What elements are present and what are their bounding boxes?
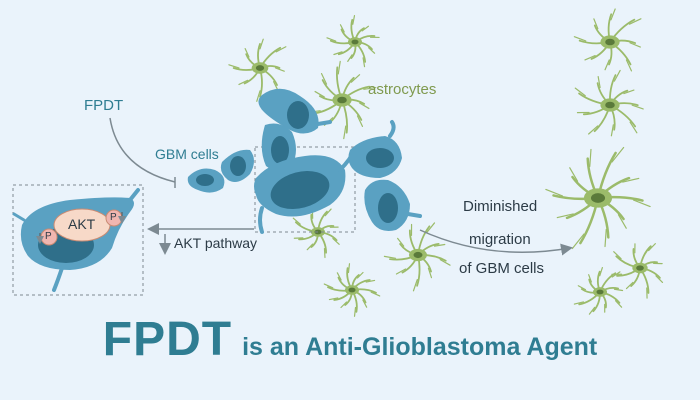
phospho-left-label: P — [45, 231, 52, 242]
astrocyte — [545, 146, 651, 250]
astrocyte — [573, 267, 624, 315]
page-title: FPDT is an Anti-Glioblastoma Agent — [0, 312, 700, 367]
astrocyte — [574, 69, 644, 137]
migration-label: migration — [469, 231, 531, 248]
akt-label: AKT — [68, 216, 96, 232]
astrocyte — [326, 14, 380, 68]
fpdt-label: FPDT — [84, 97, 124, 114]
astrocyte — [573, 8, 642, 72]
diminished-label: Diminished — [463, 198, 538, 215]
gbm-cells-group — [187, 88, 422, 234]
astrocyte — [307, 60, 377, 140]
akt-pathway-label: AKT pathway — [174, 235, 258, 251]
astrocyte — [292, 208, 340, 259]
gbm-cells-label: GBM cells — [155, 146, 219, 162]
title-sub: is an Anti-Glioblastoma Agent — [242, 333, 598, 361]
phospho-right-label: P — [110, 212, 117, 223]
gbm-cell — [258, 88, 332, 134]
gbm-cell — [348, 120, 402, 178]
migration-arrow — [419, 229, 573, 256]
fpdt-inhibition-line — [109, 117, 176, 183]
gbm-cell — [220, 149, 254, 182]
zoom-box-cells — [254, 146, 356, 233]
astrocytes-label: astrocytes — [368, 81, 437, 98]
astrocyte — [383, 222, 451, 292]
gbm-cell — [187, 168, 225, 193]
astrocyte — [228, 38, 287, 102]
of-gbm-cells-label: of GBM cells — [459, 260, 545, 277]
gbm-cell — [261, 123, 296, 171]
astrocytes-group — [228, 8, 664, 317]
astrocyte — [611, 243, 664, 299]
astrocyte — [323, 263, 381, 317]
gbm-cell — [364, 179, 422, 231]
title-main: FPDT — [102, 313, 233, 366]
